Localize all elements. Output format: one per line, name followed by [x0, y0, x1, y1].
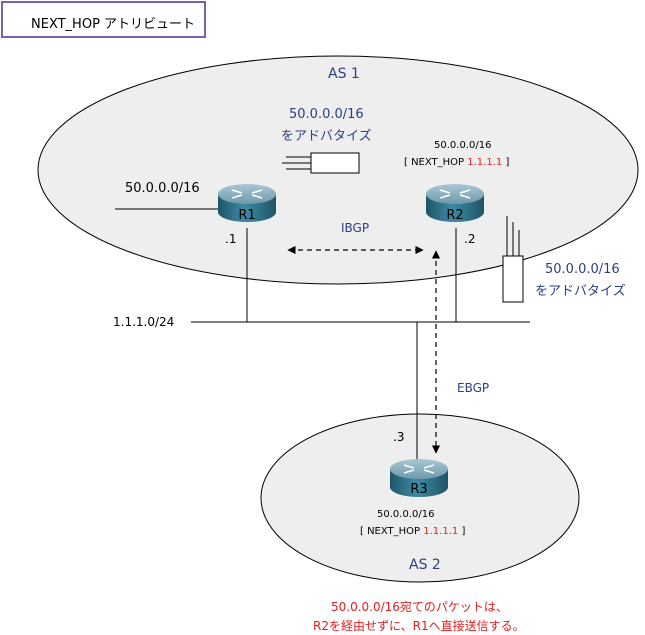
- segment-label: 1.1.1.0/24: [113, 315, 175, 329]
- r2-next-hop: [ NEXT_HOP 1.1.1.1 ]: [404, 157, 509, 168]
- r2-advertise-route: 50.0.0.0/16: [545, 262, 620, 277]
- r1-interface: .1: [225, 232, 237, 246]
- router-r2-icon[interactable]: [426, 184, 484, 222]
- r1-advertise-text: をアドバタイズ: [281, 129, 372, 144]
- r2-nh-prefix: [ NEXT_HOP: [404, 157, 468, 168]
- r3-nh-value: 1.1.1.1: [423, 526, 459, 537]
- router-r3-icon[interactable]: [390, 459, 448, 497]
- r2-interface: .2: [464, 232, 476, 246]
- r3-nh-prefix: [ NEXT_HOP: [360, 526, 424, 537]
- r2-advertise-packet-icon: [502, 216, 524, 303]
- r2-nh-suffix: ]: [502, 157, 510, 168]
- note-line-1: 50.0.0.0/16宛てのパケットは、: [331, 600, 508, 614]
- r3-nh-suffix: ]: [458, 526, 466, 537]
- as2-label: AS 2: [409, 557, 441, 573]
- r1-name: R1: [238, 208, 256, 223]
- r1-advertise-packet-icon: [282, 152, 360, 174]
- r2-nh-value: 1.1.1.1: [467, 157, 503, 168]
- as2-ellipse: [260, 413, 580, 583]
- r2-name: R2: [446, 208, 464, 223]
- r2-advertise-text: をアドバタイズ: [535, 284, 626, 299]
- diagram-title: NEXT_HOP アトリビュート: [31, 17, 196, 32]
- router-r1-icon[interactable]: [218, 184, 276, 222]
- r2-route: 50.0.0.0/16: [434, 140, 492, 151]
- r3-interface: .3: [393, 430, 405, 444]
- r3-route: 50.0.0.0/16: [377, 509, 435, 520]
- r3-next-hop: [ NEXT_HOP 1.1.1.1 ]: [360, 526, 465, 537]
- ebgp-label: EBGP: [457, 381, 490, 395]
- r1-advertise-route: 50.0.0.0/16: [289, 107, 364, 122]
- r1-external-route: 50.0.0.0/16: [125, 181, 200, 196]
- as1-label: AS 1: [328, 66, 360, 82]
- title-box: NEXT_HOP アトリビュート: [1, 1, 206, 38]
- ibgp-label: IBGP: [341, 221, 370, 235]
- note-line-2: R2を経由せずに、R1へ直接送信する。: [313, 619, 525, 633]
- r3-name: R3: [410, 482, 428, 497]
